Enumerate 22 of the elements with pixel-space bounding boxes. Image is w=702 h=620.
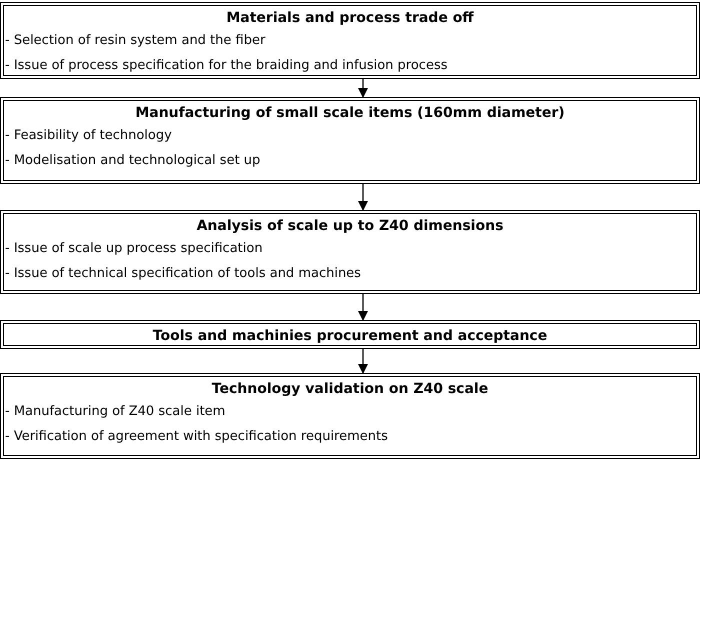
box-title: Technology validation on Z40 scale [210, 380, 490, 399]
box-title: Tools and machinies procurement and acceptance [152, 327, 548, 346]
bullet-item: - Verification of agreement with specification requirements [4, 428, 389, 446]
bullet-item: - Issue of scale up process specification [4, 240, 264, 258]
process-box [0, 320, 700, 349]
bullet-item: - Selection of resin system and the fiber [4, 32, 266, 50]
arrow [358, 349, 368, 374]
box-title: Manufacturing of small scale items (160mm diameter) [134, 104, 566, 123]
arrow [358, 79, 368, 98]
bullet-item: - Issue of technical specification of tools and machines [4, 265, 362, 283]
bullet-item: - Feasibility of technology [4, 127, 173, 145]
process-box [0, 97, 700, 184]
process-box [0, 373, 700, 459]
process-box [0, 2, 700, 79]
box-title: Analysis of scale up to Z40 dimensions [196, 217, 504, 236]
bullet-item: - Manufacturing of Z40 scale item [4, 403, 226, 421]
bullet-item: - Modelisation and technological set up [4, 152, 262, 170]
arrow [358, 184, 368, 211]
bullet-item: - Issue of process specification for the braiding and infusion process [4, 57, 449, 75]
arrow [358, 294, 368, 321]
box-title: Materials and process trade off [225, 9, 475, 28]
process-box [0, 210, 700, 294]
